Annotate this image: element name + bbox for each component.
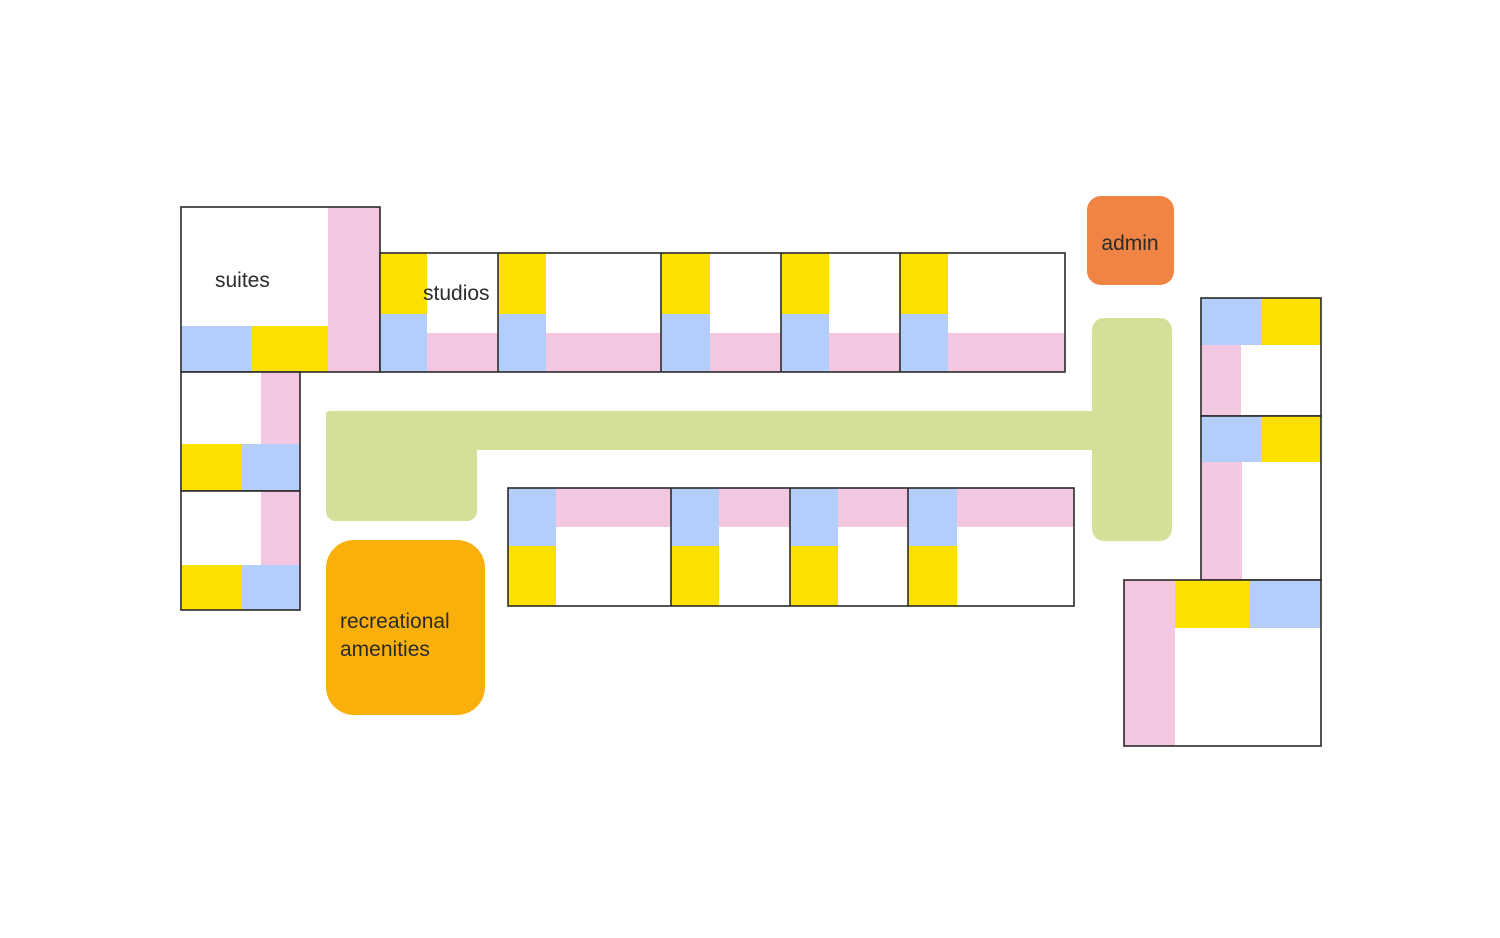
admin-shape: [1087, 196, 1174, 285]
corridor-horizontal: [326, 411, 1126, 450]
pink-zone: [829, 333, 900, 372]
blue-zone: [1201, 298, 1261, 345]
pink-zone: [427, 333, 498, 372]
unit-outline: [180, 490, 301, 611]
blue-zone: [242, 565, 300, 610]
blue-zone: [242, 444, 300, 491]
circulation-corridor: [326, 318, 1172, 541]
yellow-zone: [900, 253, 948, 314]
yellow-zone: [661, 253, 710, 314]
suite-unit-bottom-right: [1123, 579, 1322, 747]
pink-zone: [957, 488, 1074, 527]
yellow-zone: [1175, 580, 1250, 628]
studio-row-top: [379, 252, 1066, 373]
pink-zone: [719, 488, 790, 527]
studio-top-4: [781, 253, 900, 372]
corridor-left-lobby: [326, 411, 477, 521]
yellow-zone: [181, 444, 242, 491]
yellow-zone: [508, 546, 556, 606]
blue-zone: [181, 326, 252, 372]
suites-label: suites: [215, 269, 270, 292]
blue-zone: [508, 488, 556, 546]
studio-bottom-3: [790, 488, 908, 606]
admin-label: admin: [1101, 232, 1158, 255]
studio-bottom-2: [671, 488, 790, 606]
suite-outline: [1123, 579, 1322, 747]
unit-left-2: [180, 490, 301, 611]
recreational-block: recreational amenities: [326, 540, 485, 715]
pink-zone: [838, 488, 908, 527]
blue-zone: [498, 314, 546, 372]
yellow-zone: [181, 565, 242, 610]
yellow-zone: [671, 546, 719, 606]
unit-right-2: [1200, 415, 1322, 581]
recreational-shape: [326, 540, 485, 715]
blue-zone: [900, 314, 948, 372]
studio-bottom-4: [908, 488, 1074, 606]
yellow-zone: [252, 326, 328, 372]
yellow-zone: [1261, 416, 1321, 462]
yellow-zone: [380, 253, 427, 314]
studio-row-bottom: [507, 487, 1075, 607]
pink-zone: [1201, 462, 1242, 580]
blue-zone: [1201, 416, 1261, 462]
blue-zone: [790, 488, 838, 546]
corridor-right-lobby: [1092, 318, 1172, 541]
pink-zone: [710, 333, 781, 372]
pink-zone: [948, 333, 1065, 372]
pink-zone: [546, 333, 661, 372]
yellow-zone: [498, 253, 546, 314]
pink-zone: [328, 207, 380, 372]
studio-row-outline: [379, 252, 1066, 373]
unit-left-1: [180, 371, 301, 492]
studio-row-outline: [507, 487, 1075, 607]
pink-zone: [261, 372, 300, 444]
pink-zone: [556, 488, 671, 527]
recreational-label-line1: recreational: [340, 610, 450, 633]
studio-top-2: [498, 253, 661, 372]
suite-unit-top-left: [180, 206, 381, 373]
studio-top-1: [380, 253, 498, 372]
unit-right-1: [1200, 297, 1322, 417]
blue-zone: [671, 488, 719, 546]
blue-zone: [661, 314, 710, 372]
pink-zone: [1124, 580, 1175, 746]
studio-top-3: [661, 253, 781, 372]
yellow-zone: [1261, 298, 1321, 345]
studio-top-5: [900, 253, 1065, 372]
admin-block: admin: [1087, 196, 1174, 285]
yellow-zone: [908, 546, 957, 606]
studio-bottom-1: [508, 488, 671, 606]
yellow-zone: [790, 546, 838, 606]
blue-zone: [908, 488, 957, 546]
blue-zone: [380, 314, 427, 372]
studios-label: studios: [423, 282, 490, 305]
blue-zone: [781, 314, 829, 372]
pink-zone: [261, 491, 300, 565]
recreational-label-line2: amenities: [340, 638, 430, 661]
pink-zone: [1201, 345, 1241, 416]
yellow-zone: [781, 253, 829, 314]
blue-zone: [1250, 580, 1321, 628]
